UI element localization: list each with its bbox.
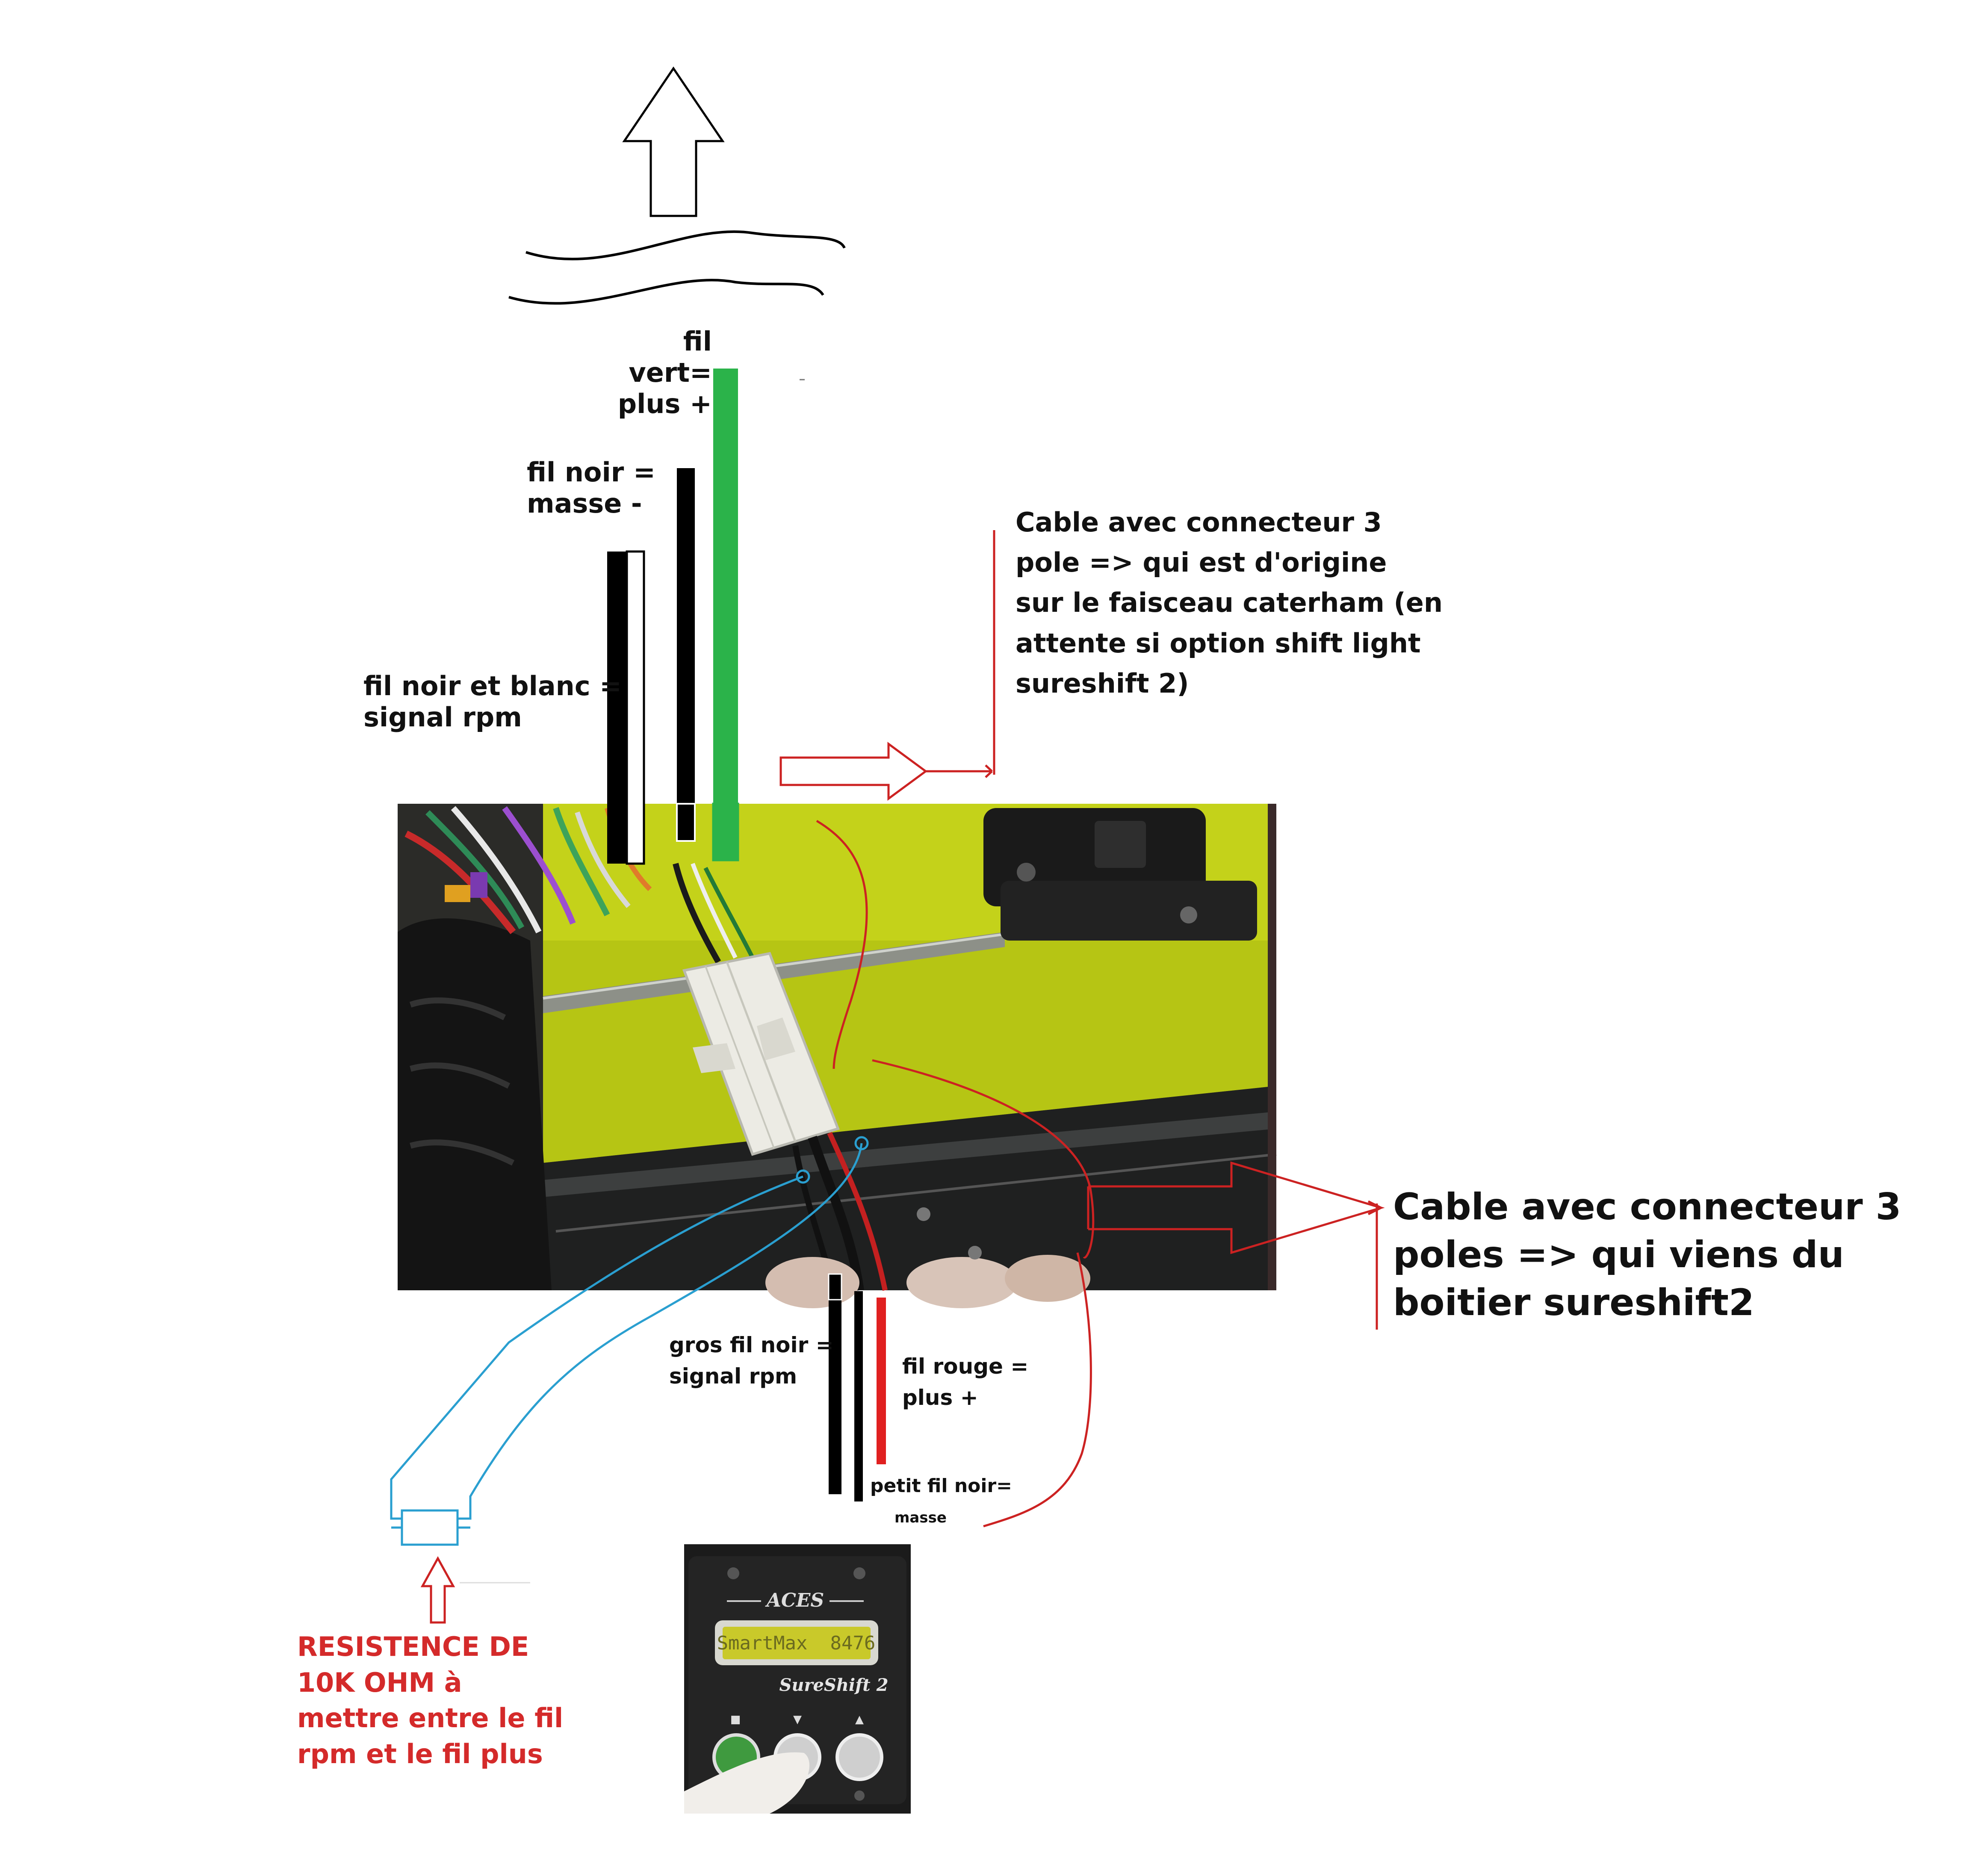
white-connector-3pin — [682, 952, 840, 1156]
resistor — [401, 1509, 459, 1546]
sureshift2-device-photo: ACES SmartMax 8476 SureShift 2 ■ ▼ ▲ — [684, 1544, 911, 1814]
black-white-wire-white — [626, 550, 645, 865]
button-symbol-stop: ■ — [730, 1713, 741, 1726]
black-wire — [677, 468, 695, 841]
resistor-up-arrow — [420, 1556, 455, 1624]
up-button — [835, 1733, 883, 1781]
lcd-text: SmartMax 8476 — [717, 1632, 876, 1654]
thick-black-wire — [829, 1274, 841, 1494]
origin-cable-arrow — [779, 742, 928, 801]
up-arrow — [622, 66, 725, 217]
thick-black-wire-outline — [828, 1273, 842, 1301]
button-symbol-down: ▼ — [793, 1713, 802, 1726]
green-wire — [713, 369, 738, 860]
button-symbol-up: ▲ — [855, 1713, 864, 1726]
resistor-wiring — [390, 1136, 869, 1546]
label-sureshift-cable: Cable avec connecteur 3 poles => qui vie… — [1393, 1186, 1901, 1324]
label-thin-black-wire-1: petit fil noir= — [870, 1475, 1013, 1497]
lcd-screen — [723, 1627, 871, 1659]
harness-photo — [398, 804, 1277, 1308]
label-red-wire: fil rouge = plus + — [902, 1354, 1029, 1410]
label-thick-black-wire: gros fil noir = signal rpm — [669, 1333, 834, 1389]
black-white-wire-black — [607, 552, 627, 864]
label-thin-black-wire-2: masse — [894, 1509, 947, 1526]
green-wire-outline — [712, 802, 739, 861]
black-wire-outline — [676, 803, 696, 842]
thin-black-wire — [854, 1291, 863, 1501]
red-wire — [877, 1298, 886, 1464]
label-black-wire: fil noir = masse - — [527, 457, 655, 519]
wave-line-2 — [508, 279, 824, 305]
label-resistor-note: RESISTENCE DE 10K OHM à mettre entre le … — [297, 1631, 564, 1770]
label-green-wire: fil vert= plus + — [617, 326, 712, 420]
label-black-white-wire: fil noir et blanc = signal rpm — [363, 670, 622, 733]
device-brand: ACES — [765, 1590, 824, 1611]
device-model: SureShift 2 — [779, 1675, 888, 1695]
wave-line-1 — [525, 230, 846, 260]
label-origin-cable: Cable avec connecteur 3 pole => qui est … — [1016, 507, 1443, 699]
